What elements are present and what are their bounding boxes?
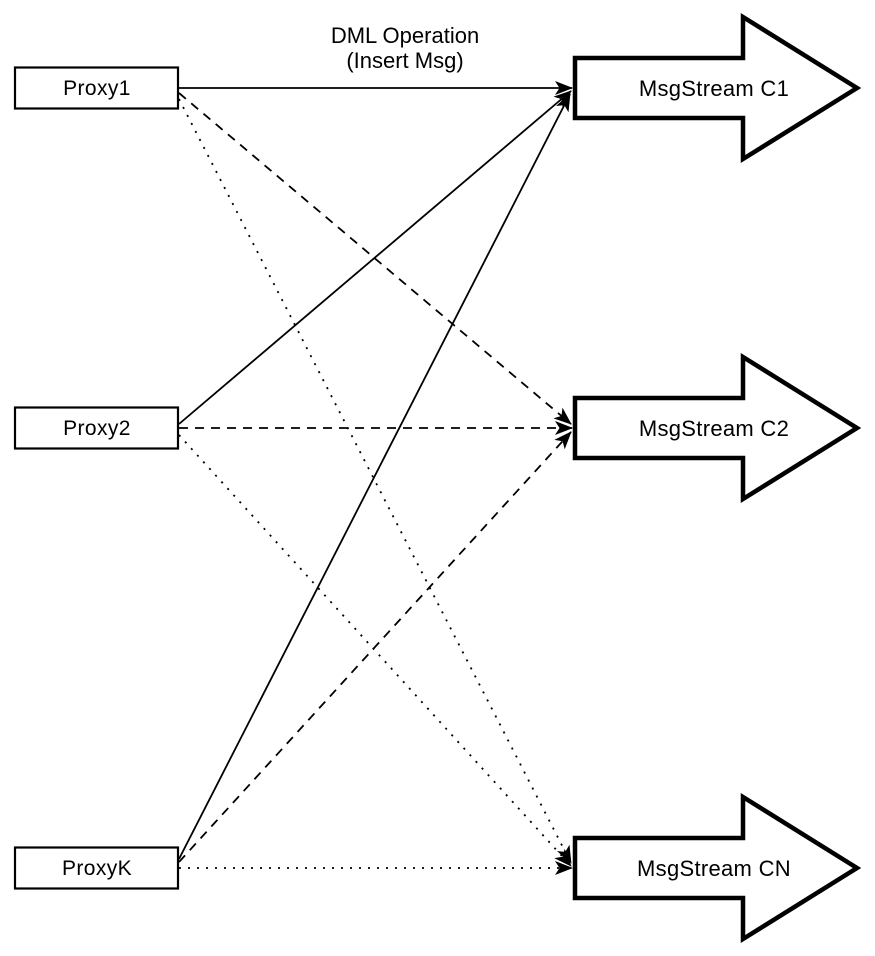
proxy2-box [13, 406, 180, 450]
annotation-line2: (Insert Msg) [346, 48, 463, 73]
proxy-node-proxy2: Proxy2 [13, 406, 180, 450]
edge-proxy1-to-cn-dotted [178, 98, 572, 864]
stream-arrow-c2: MsgStream C2 [572, 352, 862, 504]
proxyk-label: ProxyK [62, 857, 132, 880]
proxy1-label: Proxy1 [63, 77, 131, 100]
edge-proxy2-to-c1-solid [178, 90, 572, 425]
edges [178, 81, 573, 875]
c2-block-arrow-shape [572, 352, 862, 504]
cn-block-arrow-shape [572, 792, 862, 944]
proxy1-box [13, 66, 180, 110]
c1-label: MsgStream C1 [639, 76, 789, 101]
stream-arrow-cn: MsgStream CN [572, 792, 862, 944]
stream-arrow-c1: MsgStream C1 [572, 12, 862, 164]
edge-proxy1-to-c2-dashed [178, 92, 572, 425]
proxy-node-proxyk: ProxyK [13, 846, 180, 890]
edge-proxy2-to-cn-dotted [178, 434, 572, 867]
cn-label: MsgStream CN [637, 856, 791, 881]
proxy2-label: Proxy2 [63, 417, 131, 440]
edge-proxyk-to-c1-solid [178, 93, 571, 860]
annotation: DML Operation (Insert Msg) [331, 23, 479, 73]
annotation-line1: DML Operation [331, 23, 479, 48]
c2-label: MsgStream C2 [639, 416, 789, 441]
proxy-node-proxy1: Proxy1 [13, 66, 180, 110]
edge-proxyk-to-c2-dashed [178, 431, 572, 863]
c1-block-arrow-shape [572, 12, 862, 164]
proxyk-box [13, 846, 180, 890]
